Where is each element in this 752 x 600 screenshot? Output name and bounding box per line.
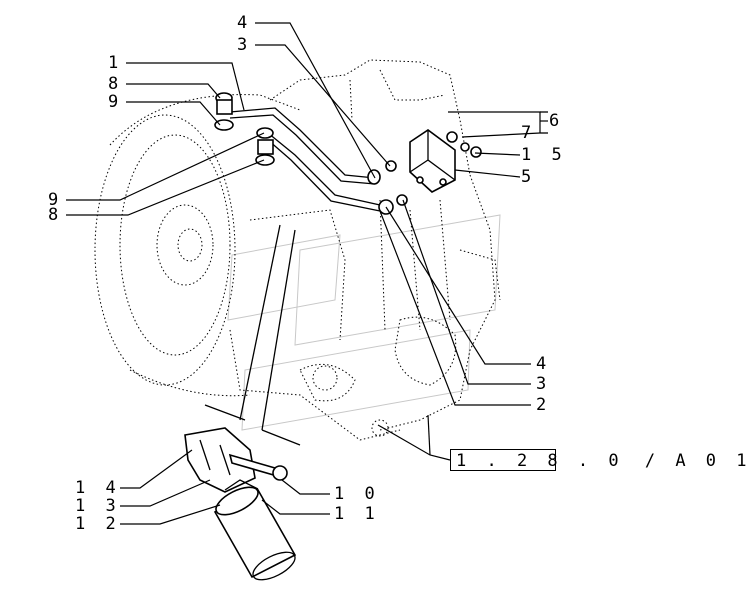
flywheel-housing <box>94 94 301 397</box>
exploded-view-drawing <box>66 22 548 581</box>
callout-7: 7 <box>521 123 537 143</box>
callout-11: 1 1 <box>334 504 380 524</box>
callout-1: 1 <box>108 53 124 73</box>
callout-9-left: 9 <box>48 190 64 210</box>
callout-15: 1 5 <box>521 145 567 165</box>
parts-diagram: 1 8 9 4 3 6 7 1 5 5 9 8 4 3 2 1 4 1 3 1 … <box>48 13 747 581</box>
callout-6: 6 <box>549 111 565 131</box>
section-lines <box>204 224 301 446</box>
callout-10: 1 0 <box>334 484 380 504</box>
reference-suffix: / A 0 1 <box>644 451 752 471</box>
callout-3-right: 3 <box>536 374 552 394</box>
valve-block <box>409 129 482 193</box>
watermark-logo <box>227 214 501 431</box>
oil-pipe-assembly <box>229 107 381 212</box>
callout-14: 1 4 <box>75 478 121 498</box>
callout-2: 2 <box>536 395 552 415</box>
banjo-fittings <box>214 92 408 215</box>
reference-box <box>450 449 556 471</box>
pipe-outlines <box>540 111 548 134</box>
reference-code: 1 . 2 8 . 0 / A 0 1 <box>456 451 752 471</box>
oil-filter-assembly <box>184 427 297 581</box>
callout-13: 1 3 <box>75 496 121 516</box>
callout-8-top: 8 <box>108 74 124 94</box>
callout-4-right: 4 <box>536 354 552 374</box>
callout-4-top: 4 <box>237 13 253 33</box>
reference-number: 1 . 2 8 . 0 <box>456 451 624 471</box>
callout-9-top: 9 <box>108 92 124 112</box>
callout-5: 5 <box>521 167 537 187</box>
callout-12: 1 2 <box>75 514 121 534</box>
leader-lines <box>66 22 548 525</box>
callout-3-top: 3 <box>237 35 253 55</box>
engine-block <box>229 59 501 441</box>
callout-8-left: 8 <box>48 205 64 225</box>
